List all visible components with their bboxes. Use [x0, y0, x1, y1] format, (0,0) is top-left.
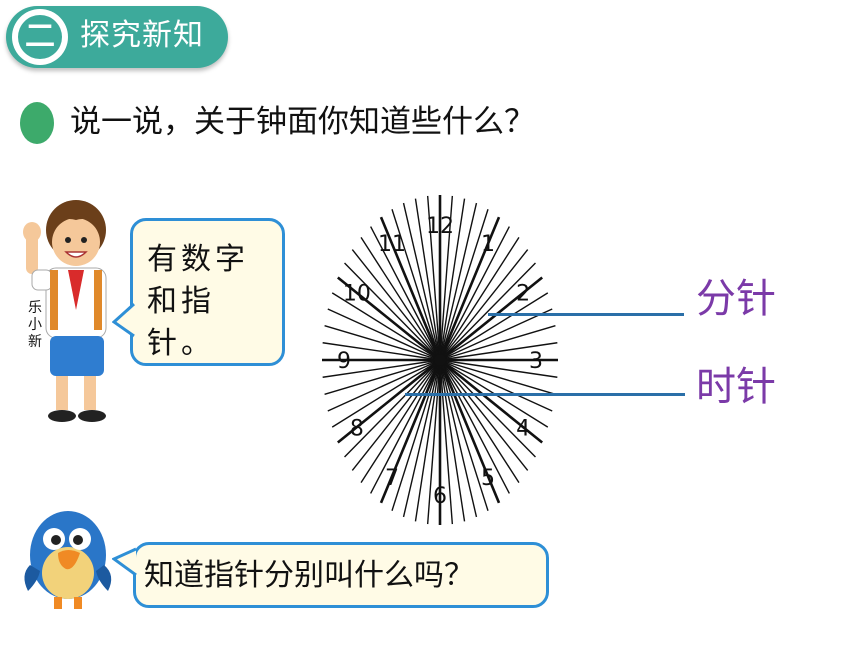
clock-ray	[344, 262, 441, 361]
clock-number: 4	[516, 417, 530, 442]
clock-ray	[426, 195, 441, 361]
bird-speech-bubble: 知道指针分别叫什么吗？	[133, 542, 549, 608]
clock-ray	[439, 359, 553, 412]
clock-ray	[360, 237, 441, 361]
clock-ray	[439, 249, 529, 361]
hour-hand-pointer-line	[405, 393, 685, 396]
clock-ray	[391, 359, 441, 511]
clock-ray	[438, 359, 501, 504]
clock-number: 1	[481, 232, 495, 257]
clock-ray	[439, 276, 544, 362]
clock-number: 10	[343, 282, 371, 307]
clock-ray	[351, 359, 441, 471]
clock-ray	[439, 262, 536, 361]
clock-ray	[439, 359, 489, 511]
clock-ray	[379, 216, 442, 361]
question-text: 说一说，关于钟面你知道些什么？	[70, 104, 535, 140]
bubble-tail	[112, 547, 137, 577]
bird-speech-text: 知道指针分别叫什么吗？	[144, 558, 474, 593]
clock-ray	[322, 359, 441, 378]
clock-number: 6	[433, 484, 447, 509]
clock-ray	[439, 359, 510, 494]
clock-ray	[439, 198, 466, 361]
clock-ray	[439, 359, 556, 395]
clock-ray	[439, 359, 454, 525]
section-title: 探究新知	[80, 18, 204, 53]
clock-ray	[439, 359, 466, 522]
clock-ray	[439, 359, 520, 483]
clock-number: 9	[337, 349, 351, 374]
clock-ray	[439, 325, 556, 361]
clock-ray	[370, 359, 441, 494]
clock-ray	[414, 198, 441, 361]
clock-ray	[336, 276, 441, 362]
boy-speech-text: 有数字和指针。	[147, 242, 249, 361]
clock-ray	[331, 359, 441, 428]
boy-name-label: 乐小新	[28, 300, 42, 350]
clock-ray	[327, 308, 441, 361]
clock-ray	[344, 359, 441, 458]
clock-ray	[439, 195, 454, 361]
clock-ray	[438, 216, 501, 361]
bubble-tail	[112, 302, 136, 338]
clock-number: 12	[426, 214, 454, 239]
clock-ray	[324, 359, 441, 395]
clock-ray	[360, 359, 441, 483]
boy-illustration	[23, 200, 107, 422]
clock-ray	[439, 237, 520, 361]
clock-ray	[439, 359, 536, 458]
clock-ray	[324, 325, 441, 361]
clock-ray	[391, 209, 441, 361]
clock-ray	[336, 358, 441, 444]
clock-ray	[402, 202, 441, 361]
clock-ray	[370, 226, 441, 361]
clock-ray	[322, 342, 441, 361]
clock-number: 3	[529, 349, 543, 374]
clock-ray	[402, 359, 441, 518]
hour-hand-label: 时针	[696, 364, 776, 410]
clock-number: 8	[350, 417, 364, 442]
clock-ray	[439, 358, 544, 444]
clock-number: 11	[378, 232, 406, 257]
clock-ray	[439, 202, 478, 361]
minute-hand-pointer-line	[488, 313, 684, 316]
clock-ray	[327, 359, 441, 412]
bullet-dot	[20, 102, 54, 144]
clock-ray	[439, 226, 510, 361]
clock-ray	[426, 359, 441, 525]
clock-ray	[351, 249, 441, 361]
section-number: 二	[18, 15, 62, 59]
clock-ray	[439, 342, 558, 361]
clock-number: 5	[481, 466, 495, 491]
bird-illustration	[24, 511, 112, 609]
clock-ray	[379, 359, 442, 504]
minute-hand-label: 分针	[696, 276, 776, 322]
clock-ray	[331, 292, 441, 361]
clock-ray	[439, 292, 549, 361]
clock-center	[434, 354, 446, 366]
clock-number: 7	[385, 466, 399, 491]
clock-ray	[414, 359, 441, 522]
section-header: 二 探究新知	[6, 6, 228, 68]
clock-ray	[439, 359, 529, 471]
boy-speech-bubble: 有数字和指针。	[130, 218, 285, 366]
clock-ray	[439, 308, 553, 361]
clock-number: 2	[516, 282, 530, 307]
clock-ray	[439, 209, 489, 361]
clock-ray	[439, 359, 478, 518]
clock-ray	[439, 359, 558, 378]
